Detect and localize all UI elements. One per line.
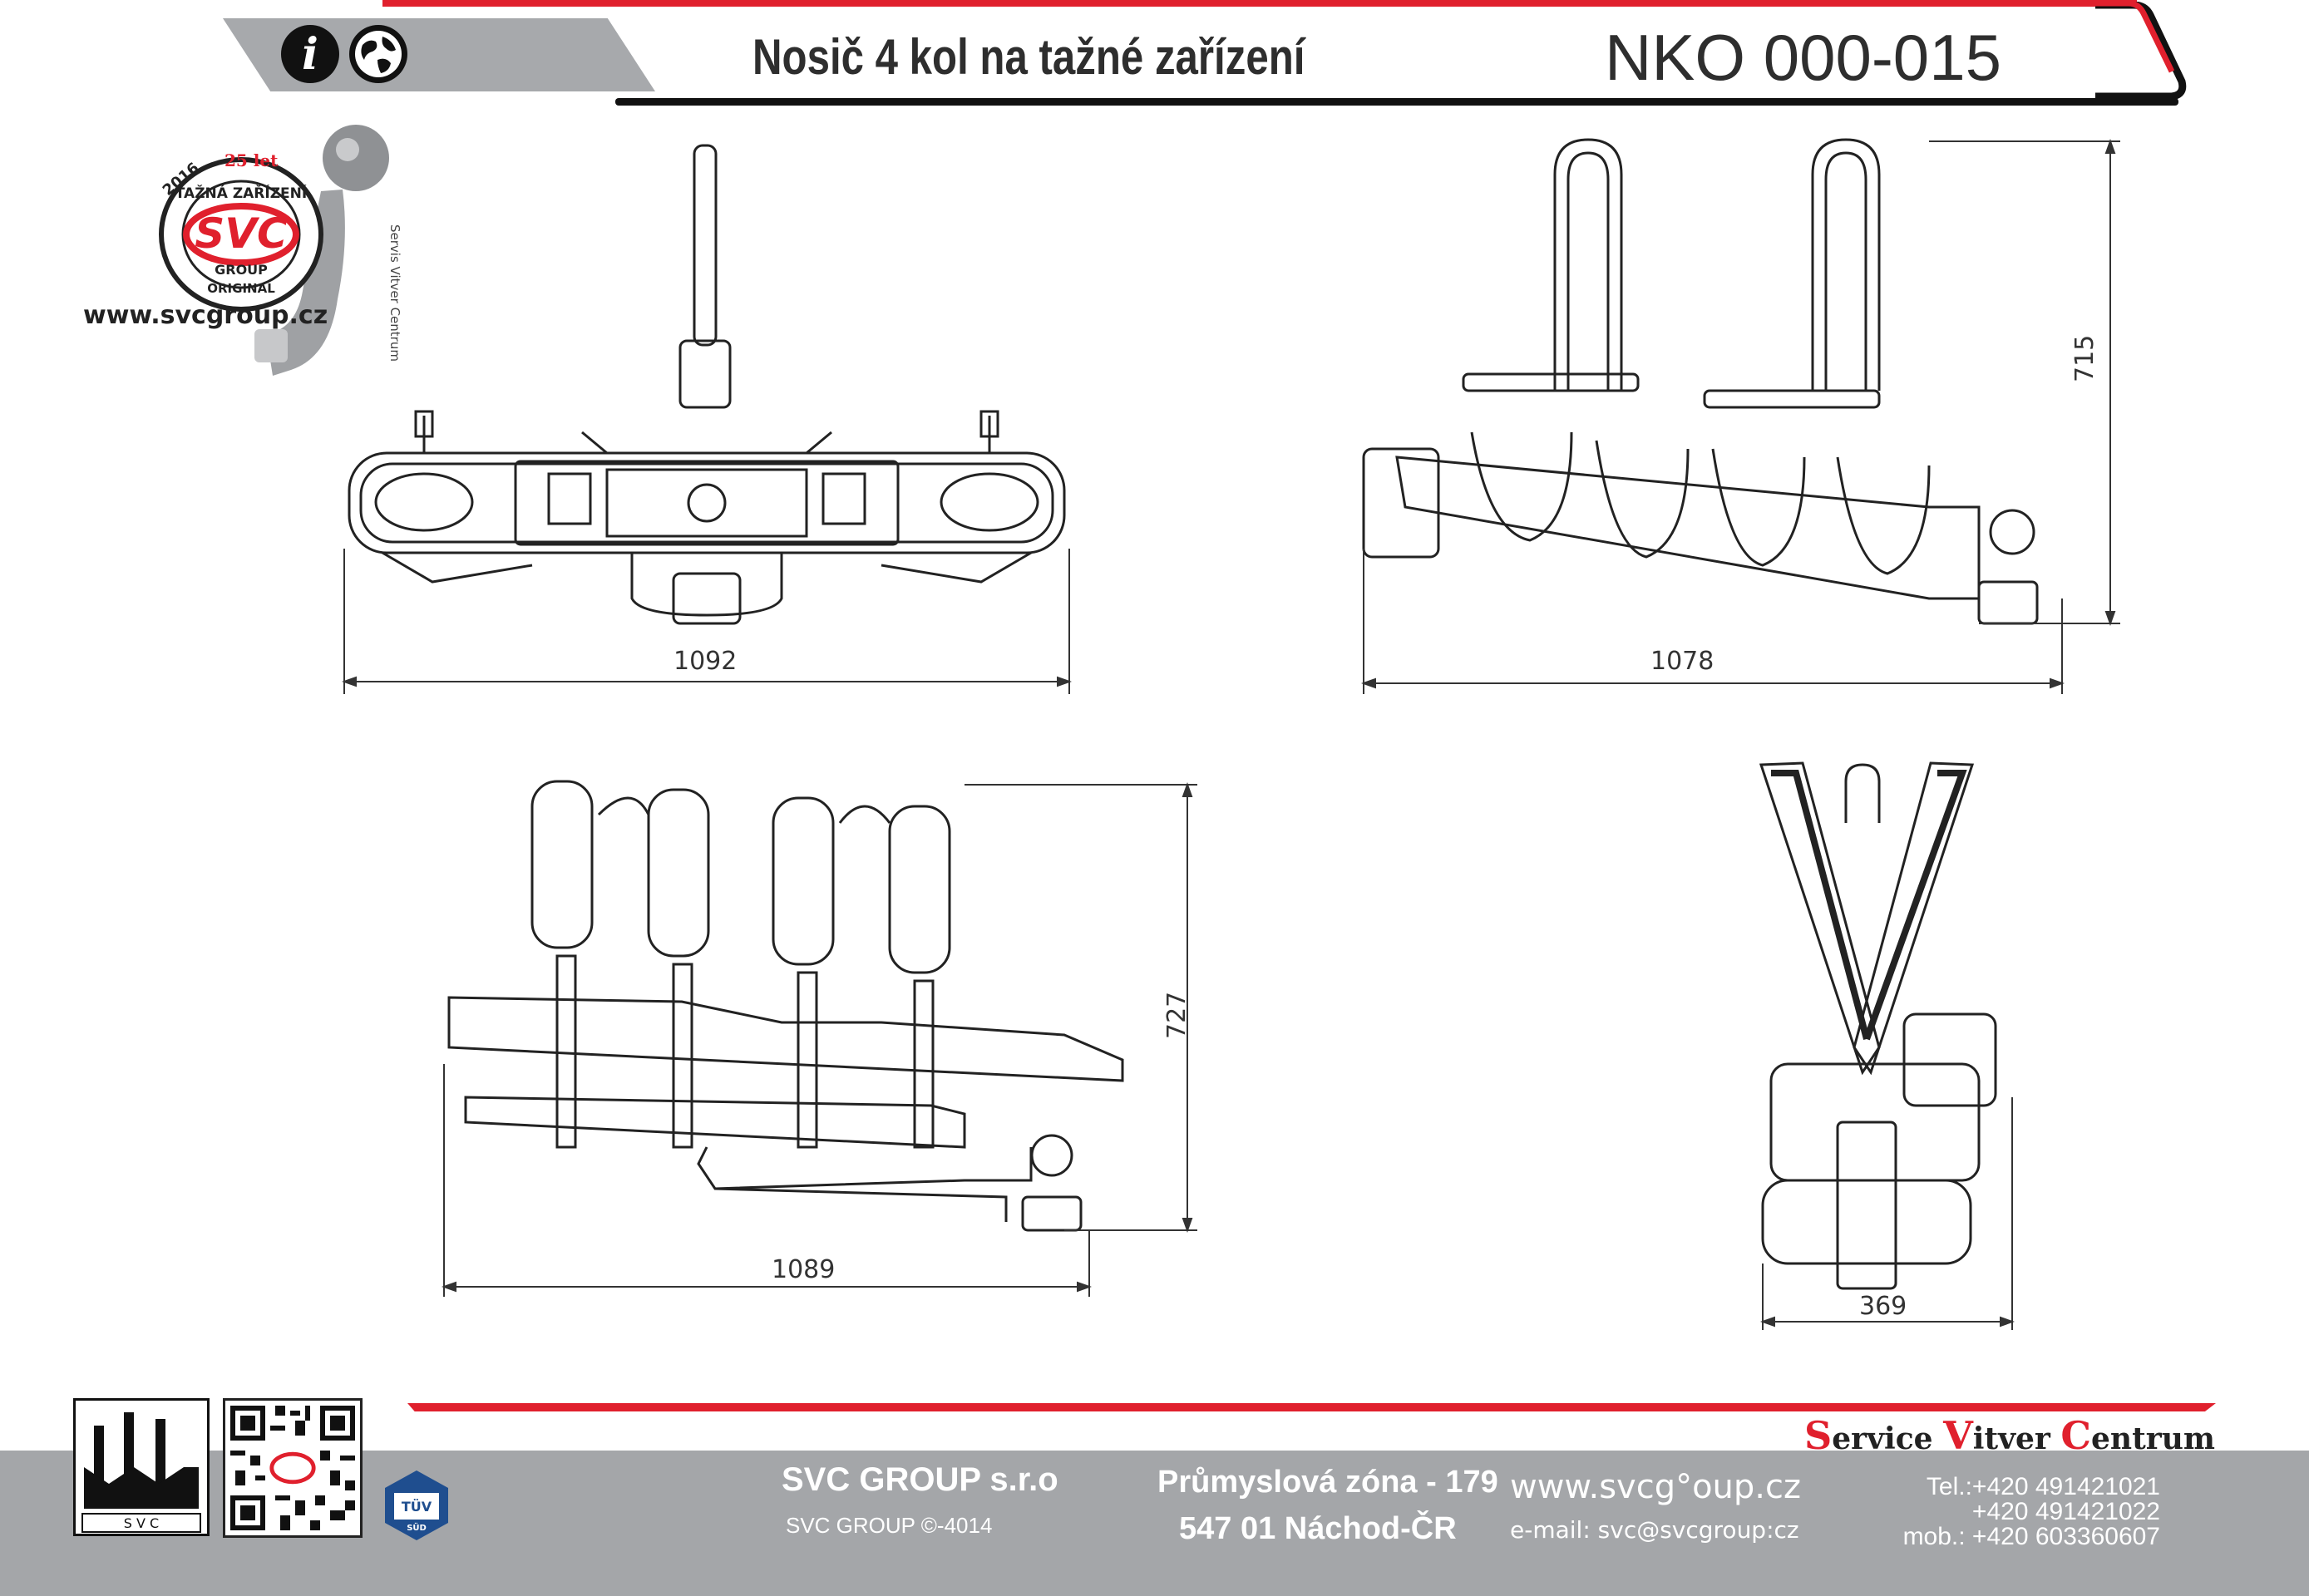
footer-phone-1[interactable]: Tel.:+420 491421021 xyxy=(1926,1473,2160,1500)
tuv-certification-badge: TÜV SÜD xyxy=(385,1470,448,1540)
dim-front-width: 1092 xyxy=(673,647,738,676)
globe-icon[interactable] xyxy=(349,25,407,83)
logo-brand-text: SVC xyxy=(195,209,288,258)
header-red-line xyxy=(382,0,2137,7)
header-black-line xyxy=(615,98,2178,106)
footer-company: SVC GROUP s.r.o xyxy=(782,1461,1058,1498)
logo-original-text: ORIGINAL xyxy=(207,281,275,296)
dim-side-height: 715 xyxy=(2070,334,2099,382)
info-icon[interactable]: i xyxy=(281,25,339,83)
factory-logo-label: S V C xyxy=(124,1515,159,1531)
logo-anniversary-text: 25 let xyxy=(224,150,279,170)
tuv-label: TÜV xyxy=(402,1499,432,1515)
footer-email-link[interactable]: e-mail: svc@svcgroup:cz xyxy=(1510,1516,1799,1544)
footer-address-street: Průmyslová zóna - 179 xyxy=(1157,1465,1498,1500)
drawing-end-view xyxy=(1759,761,2015,1330)
footer-address-city: 547 01 Náchod-ČR xyxy=(1179,1511,1457,1546)
logo-side-text: Servis Vitver Centrum xyxy=(387,224,402,362)
footer-copyright: SVC GROUP ©-4014 xyxy=(786,1513,993,1538)
footer-band xyxy=(0,1451,2309,1596)
footer-website-link[interactable]: www.svcg°oup.cz xyxy=(1510,1468,1801,1506)
dim-side-width: 1078 xyxy=(1650,647,1714,676)
footer-phone-2[interactable]: +420 491421022 xyxy=(1971,1498,2160,1525)
globe-icon-graphic xyxy=(355,31,402,77)
drawing-front-view xyxy=(342,144,1072,694)
product-code: NKO 000-015 xyxy=(1605,21,2001,94)
svc-logo: SVC GROUP ORIGINAL TAŽNÁ ZAŘÍZENÍ 2016 2… xyxy=(159,125,402,376)
logo-group-text: GROUP xyxy=(215,262,268,278)
footer-mobile[interactable]: mob.: +420 603360607 xyxy=(1902,1523,2160,1550)
logo-url: www.svcgroup.cz xyxy=(83,301,328,330)
drawing-folded-view xyxy=(442,780,1197,1297)
qr-code[interactable] xyxy=(223,1398,363,1538)
footer-red-line xyxy=(407,1403,2216,1411)
dim-folded-width: 1089 xyxy=(772,1255,836,1284)
tuv-sub-label: SÜD xyxy=(407,1521,427,1533)
dim-folded-height: 727 xyxy=(1162,991,1192,1039)
drawing-side-view xyxy=(1361,138,2120,694)
header-corner-accent xyxy=(2095,2,2187,100)
logo-brand-top-text: TAŽNÁ ZAŘÍZENÍ xyxy=(175,184,307,202)
dim-end-width: 369 xyxy=(1859,1292,1907,1321)
svc-factory-logo: S V C xyxy=(73,1398,210,1536)
page-title: Nosič 4 kol na tažné zařízení xyxy=(752,29,1305,85)
